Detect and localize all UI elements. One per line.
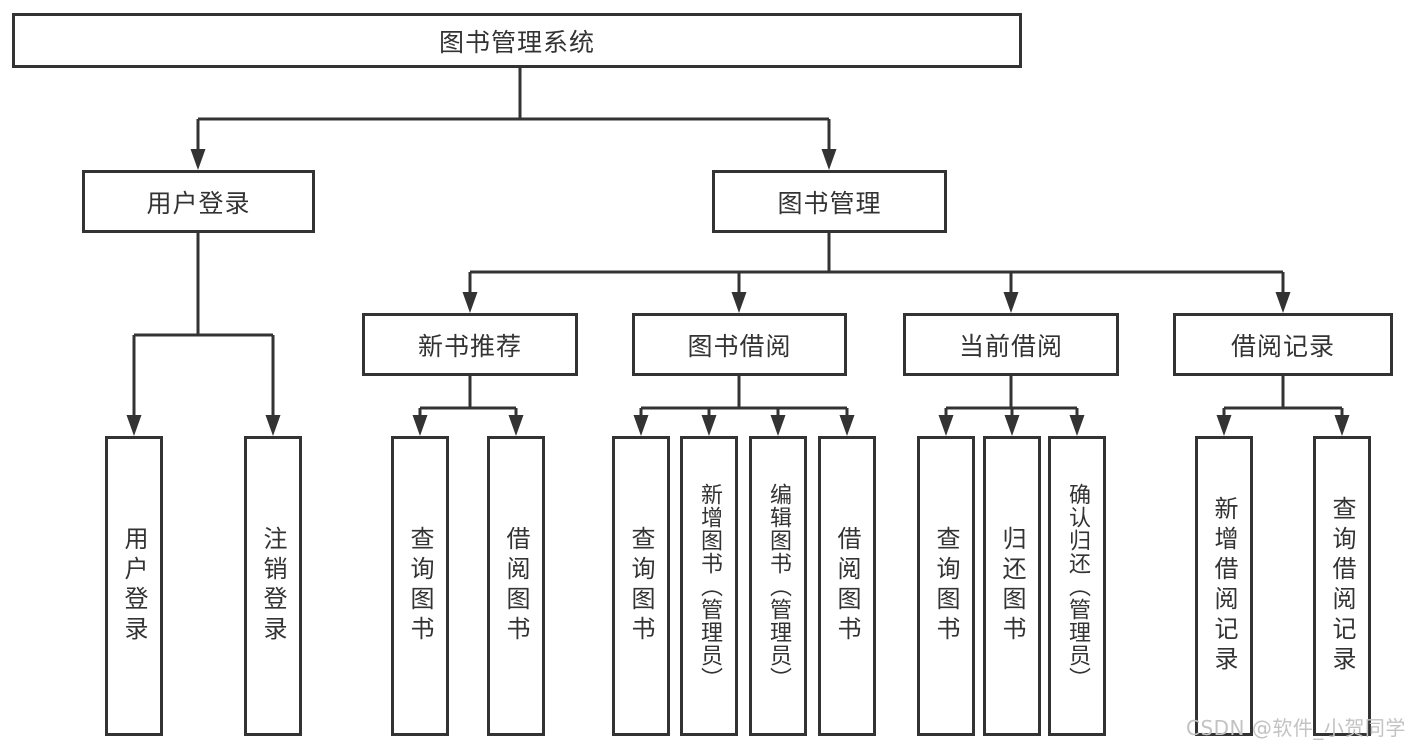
node-current-borrow: 当前借阅 xyxy=(903,313,1119,376)
connector-arrowhead xyxy=(126,415,142,436)
leaf-add-borrow-record: 新增借阅记录 xyxy=(1195,436,1253,736)
csdn-watermark: CSDN @软件_小贺同学 xyxy=(1186,716,1405,740)
node-borrow-record: 借阅记录 xyxy=(1173,313,1393,376)
connector-arrowhead xyxy=(938,415,954,436)
connector-arrowhead xyxy=(731,292,747,313)
connector-book-management-to-groups xyxy=(462,233,1291,313)
connector-arrowhead xyxy=(1275,292,1291,313)
connector-arrowhead xyxy=(633,415,649,436)
node-book-management: 图书管理 xyxy=(712,170,947,233)
connector-borrow-record-group xyxy=(1216,376,1350,436)
connector-arrowhead xyxy=(1216,415,1232,436)
connector-arrowhead xyxy=(701,415,717,436)
leaf-borrow-books: 借阅图书 xyxy=(487,436,545,736)
leaf-query-borrow-record: 查询借阅记录 xyxy=(1313,436,1371,736)
connector-arrowhead xyxy=(839,415,855,436)
connector-arrowhead xyxy=(770,415,786,436)
connector-arrowhead xyxy=(1004,415,1020,436)
connector-arrowhead xyxy=(462,292,478,313)
leaf-query-books: 查询图书 xyxy=(917,436,975,736)
connector-arrowhead xyxy=(1334,415,1350,436)
leaf-confirm-return-admin: 确认归还（管理员） xyxy=(1048,436,1106,736)
connector-current-borrow-group xyxy=(938,376,1085,436)
connector-user-login-to-leaves xyxy=(126,233,281,436)
leaf-logout: 注销登录 xyxy=(244,436,302,736)
connector-arrowhead xyxy=(1003,292,1019,313)
leaf-borrow-books: 借阅图书 xyxy=(818,436,876,736)
connector-new-book-group xyxy=(412,376,524,436)
leaf-add-book-admin: 新增图书（管理员） xyxy=(680,436,738,736)
connector-arrowhead xyxy=(1069,415,1085,436)
connector-arrowhead xyxy=(190,149,206,170)
connector-book-borrow-group xyxy=(633,376,855,436)
node-new-book-recommend: 新书推荐 xyxy=(362,313,578,376)
leaf-edit-book-admin: 编辑图书（管理员） xyxy=(749,436,807,736)
leaf-return-book: 归还图书 xyxy=(983,436,1041,736)
node-root-system: 图书管理系统 xyxy=(12,13,1022,68)
connector-arrowhead xyxy=(412,415,428,436)
leaf-query-books: 查询图书 xyxy=(391,436,449,736)
node-book-borrow: 图书借阅 xyxy=(632,313,847,376)
leaf-query-books: 查询图书 xyxy=(612,436,670,736)
connector-arrowhead xyxy=(821,149,837,170)
leaf-user-login: 用户登录 xyxy=(105,436,163,736)
connector-arrowhead xyxy=(508,415,524,436)
node-user-login: 用户登录 xyxy=(82,170,315,233)
connector-arrowhead xyxy=(265,415,281,436)
connector-root-to-level2 xyxy=(190,68,837,170)
